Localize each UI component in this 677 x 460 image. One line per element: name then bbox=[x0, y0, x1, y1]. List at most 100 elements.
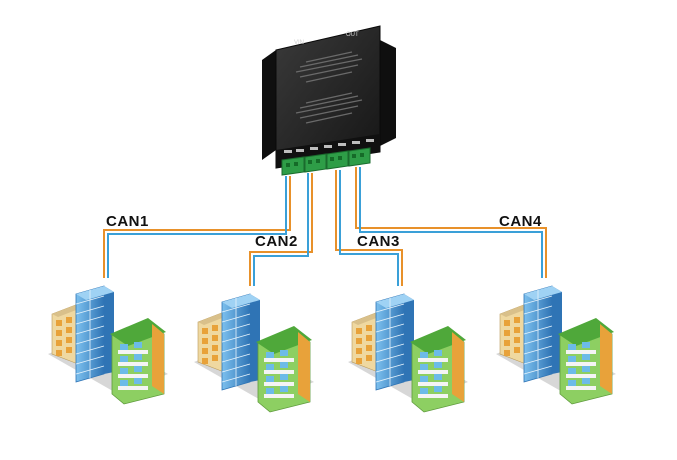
window bbox=[514, 347, 520, 353]
wire-can4-blue bbox=[359, 167, 543, 278]
window bbox=[202, 348, 208, 354]
balcony bbox=[118, 386, 148, 390]
bus-label-can2: CAN2 bbox=[255, 233, 298, 250]
balcony bbox=[418, 370, 448, 374]
wire-can1-blue bbox=[107, 176, 287, 278]
window bbox=[366, 325, 372, 331]
window bbox=[514, 337, 520, 343]
window bbox=[356, 338, 362, 344]
window bbox=[212, 325, 218, 331]
bus-label-can3: CAN3 bbox=[357, 233, 400, 250]
window bbox=[568, 356, 576, 362]
green-building-side bbox=[298, 332, 310, 402]
wire-can4-orange bbox=[355, 167, 547, 278]
window bbox=[434, 374, 442, 380]
window bbox=[212, 355, 218, 361]
glass-tower-side bbox=[552, 286, 562, 374]
window bbox=[202, 328, 208, 334]
balcony bbox=[566, 362, 596, 366]
balcony bbox=[264, 382, 294, 386]
window bbox=[514, 327, 520, 333]
window bbox=[266, 388, 274, 394]
window bbox=[56, 330, 62, 336]
wires bbox=[103, 167, 547, 286]
window bbox=[212, 345, 218, 351]
window bbox=[366, 345, 372, 351]
window bbox=[568, 368, 576, 374]
window bbox=[134, 354, 142, 360]
window bbox=[212, 335, 218, 341]
window bbox=[568, 344, 576, 350]
buildings bbox=[48, 285, 616, 413]
window bbox=[504, 320, 510, 326]
window bbox=[582, 378, 590, 384]
window bbox=[202, 358, 208, 364]
window bbox=[280, 350, 288, 356]
window bbox=[420, 388, 428, 394]
wire-can2-blue bbox=[253, 173, 309, 286]
device-vent-bottom bbox=[295, 92, 363, 124]
window bbox=[366, 335, 372, 341]
device-mount-ear-right bbox=[380, 40, 396, 146]
window bbox=[434, 386, 442, 392]
window bbox=[56, 320, 62, 326]
building-cluster-2 bbox=[194, 293, 314, 413]
bus-label-can1: CAN1 bbox=[106, 213, 149, 230]
window bbox=[134, 378, 142, 384]
balcony bbox=[418, 382, 448, 386]
window bbox=[120, 380, 128, 386]
glass-tower-roof bbox=[376, 294, 414, 308]
terminal-block-4 bbox=[348, 147, 371, 167]
window bbox=[134, 366, 142, 372]
building-cluster-1 bbox=[48, 285, 168, 405]
window bbox=[56, 340, 62, 346]
wire-can3-blue bbox=[339, 170, 399, 286]
glass-tower-roof bbox=[222, 294, 260, 308]
device-label-out: OUT bbox=[346, 32, 359, 38]
balcony bbox=[118, 350, 148, 354]
window bbox=[568, 380, 576, 386]
window bbox=[280, 386, 288, 392]
balcony bbox=[264, 370, 294, 374]
window bbox=[120, 368, 128, 374]
window bbox=[66, 347, 72, 353]
glass-tower-side bbox=[250, 294, 260, 382]
building-cluster-3 bbox=[348, 293, 468, 413]
window bbox=[266, 376, 274, 382]
window bbox=[582, 366, 590, 372]
device-mount-ear-left bbox=[262, 50, 276, 160]
window bbox=[56, 350, 62, 356]
window bbox=[582, 354, 590, 360]
window bbox=[504, 350, 510, 356]
green-building-side bbox=[152, 324, 164, 394]
window bbox=[366, 355, 372, 361]
balcony bbox=[418, 394, 448, 398]
window bbox=[266, 364, 274, 370]
terminal-block-1 bbox=[281, 156, 305, 176]
window bbox=[356, 328, 362, 334]
window bbox=[66, 327, 72, 333]
window bbox=[120, 356, 128, 362]
wire-can3-orange bbox=[335, 170, 403, 286]
glass-tower-roof bbox=[76, 286, 114, 300]
window bbox=[582, 342, 590, 348]
balcony bbox=[118, 362, 148, 366]
balcony bbox=[566, 350, 596, 354]
device-label-vin: VIN bbox=[294, 40, 304, 46]
wire-can1-orange bbox=[103, 176, 291, 278]
window bbox=[280, 374, 288, 380]
can-gateway-device: VIN OUT bbox=[262, 25, 396, 176]
bus-label-can4: CAN4 bbox=[499, 213, 542, 230]
terminal-block-2 bbox=[304, 153, 327, 173]
window bbox=[434, 350, 442, 356]
window bbox=[66, 317, 72, 323]
window bbox=[266, 352, 274, 358]
device-vent-top bbox=[295, 51, 363, 83]
building-cluster-4 bbox=[496, 285, 616, 405]
window bbox=[356, 348, 362, 354]
window bbox=[420, 376, 428, 382]
green-building-side bbox=[452, 332, 464, 402]
window bbox=[420, 352, 428, 358]
wire-can2-orange bbox=[249, 173, 313, 286]
